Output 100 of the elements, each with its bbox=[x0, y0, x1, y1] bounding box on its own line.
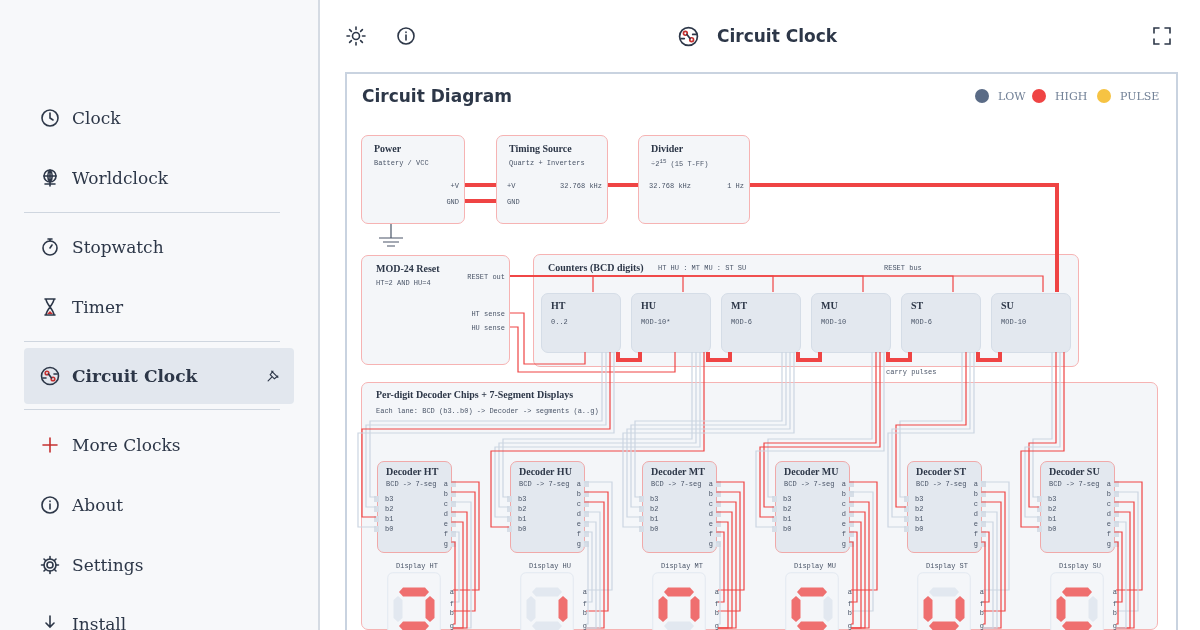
counter-chip bbox=[631, 293, 711, 353]
wire bbox=[848, 541, 854, 625]
wire bbox=[1113, 501, 1135, 629]
wire bbox=[616, 352, 642, 362]
wire bbox=[886, 352, 912, 362]
nav-link: Timer bbox=[24, 279, 294, 335]
block-title: Decoder HU bbox=[519, 465, 572, 477]
digit-label: SU bbox=[1001, 299, 1014, 311]
block-title: Timing Source bbox=[509, 142, 572, 154]
wire bbox=[976, 352, 1002, 362]
wire bbox=[450, 521, 464, 629]
digit-label: HU bbox=[641, 299, 656, 311]
wire bbox=[1113, 531, 1123, 603]
legend-label: HIGH bbox=[1055, 89, 1088, 103]
nav-link: More Clocks bbox=[24, 417, 294, 473]
legend-label: PULSE bbox=[1120, 89, 1160, 103]
block-title: MOD-24 Reset bbox=[376, 262, 440, 274]
wire bbox=[583, 511, 601, 629]
wire bbox=[1113, 521, 1127, 629]
digit-label: ST bbox=[911, 299, 924, 311]
wire bbox=[608, 183, 638, 187]
wire bbox=[450, 541, 456, 625]
wire bbox=[715, 511, 733, 629]
block-title: Decoder HT bbox=[386, 465, 439, 477]
counters-panel bbox=[533, 254, 1079, 367]
wire bbox=[1024, 351, 1061, 518]
wire bbox=[715, 521, 729, 629]
wire bbox=[583, 531, 593, 603]
block-title: Decoder MT bbox=[651, 465, 705, 477]
wire bbox=[980, 511, 998, 629]
counter-chip bbox=[541, 293, 621, 353]
block-title: Power bbox=[374, 142, 402, 154]
block-title: Decoder MU bbox=[784, 465, 839, 477]
wire bbox=[980, 521, 994, 629]
wire bbox=[706, 352, 732, 362]
wire bbox=[848, 531, 858, 603]
wire bbox=[1032, 351, 1053, 498]
wire bbox=[1113, 481, 1143, 591]
wire bbox=[1113, 541, 1119, 625]
digit-label: HT bbox=[551, 299, 566, 311]
wire bbox=[450, 511, 468, 629]
counter-chip bbox=[991, 293, 1071, 353]
nav-link: Clock bbox=[24, 90, 294, 146]
wire bbox=[715, 491, 741, 612]
wire bbox=[509, 312, 586, 365]
nav-link: Install bbox=[24, 596, 294, 630]
wire bbox=[465, 199, 496, 203]
wire bbox=[980, 491, 1006, 612]
wire bbox=[583, 481, 613, 591]
legend-label: LOW bbox=[998, 89, 1026, 103]
nav-link: Circuit Clock bbox=[24, 348, 294, 404]
wire bbox=[583, 491, 609, 612]
wire bbox=[715, 541, 721, 625]
wire bbox=[980, 501, 1002, 629]
counter-chip bbox=[811, 293, 891, 353]
wire bbox=[465, 183, 496, 187]
wire bbox=[899, 351, 963, 498]
card-title: Circuit Diagram bbox=[362, 86, 512, 106]
wire bbox=[1028, 351, 1057, 508]
wire bbox=[715, 481, 745, 591]
wire bbox=[450, 501, 472, 629]
wire bbox=[848, 511, 866, 629]
divider-block bbox=[638, 135, 750, 224]
wire bbox=[715, 531, 725, 603]
nav-link: About bbox=[24, 477, 294, 533]
wire bbox=[715, 501, 737, 629]
wire bbox=[980, 531, 990, 603]
wire bbox=[450, 491, 476, 612]
wire bbox=[583, 501, 605, 629]
digit-label: MU bbox=[821, 299, 838, 311]
block-title: Divider bbox=[651, 142, 684, 154]
power-block bbox=[361, 135, 465, 224]
wire bbox=[848, 501, 870, 629]
wire bbox=[583, 521, 597, 629]
block-title: Counters (BCD digits) bbox=[548, 261, 644, 273]
block-title: Per-digit Decoder Chips + 7-Segment Displays bbox=[376, 388, 574, 400]
wire bbox=[450, 531, 460, 603]
reset-block bbox=[361, 255, 510, 365]
nav-link: Stopwatch bbox=[24, 219, 294, 275]
block-title: Decoder SU bbox=[1049, 465, 1100, 477]
wire bbox=[848, 481, 878, 591]
digit-label: MT bbox=[731, 299, 748, 311]
wire bbox=[796, 352, 822, 362]
nav-link: Settings bbox=[24, 537, 294, 593]
wire bbox=[1020, 351, 1065, 528]
wire bbox=[450, 481, 480, 591]
wire bbox=[848, 521, 862, 629]
wire bbox=[848, 491, 874, 612]
counter-chip bbox=[721, 293, 801, 353]
wire bbox=[980, 541, 986, 625]
wire bbox=[980, 481, 1010, 591]
wire bbox=[583, 541, 589, 625]
wire bbox=[1113, 491, 1139, 612]
wire bbox=[1113, 511, 1131, 629]
wire bbox=[509, 326, 676, 373]
wire bbox=[750, 183, 1059, 292]
wire bbox=[895, 351, 967, 508]
page-title: Circuit Clock bbox=[717, 26, 838, 46]
timing-source-block bbox=[496, 135, 608, 224]
nav-link: Worldclock bbox=[24, 150, 294, 206]
